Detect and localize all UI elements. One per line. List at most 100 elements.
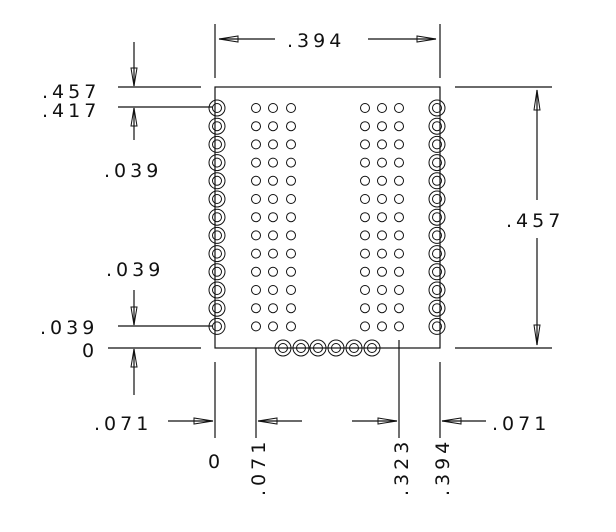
inner-pad	[286, 103, 296, 113]
left-039-upper-label: .039	[104, 160, 162, 182]
bottom-inner-left-arrow	[257, 417, 278, 425]
bottom-pad-inner	[367, 343, 377, 353]
left-457-label: .457	[42, 81, 100, 103]
inner-pad	[268, 266, 278, 277]
left-417-label: .417	[42, 100, 100, 122]
bottom-left-071-label: .071	[94, 413, 152, 435]
edge-pad-right-outer	[428, 190, 446, 208]
left-039-lower-label: .039	[106, 259, 164, 281]
inner-pad	[251, 285, 261, 295]
inner-pad	[268, 285, 278, 295]
edge-pad-left-outer	[208, 208, 226, 226]
edge-pad-left-outer	[208, 190, 226, 208]
inner-pad	[377, 121, 387, 132]
edge-pad-left-inner	[212, 103, 222, 113]
inner-pad	[394, 175, 404, 186]
edge-pad-right-inner	[432, 121, 442, 132]
inner-pad	[286, 285, 296, 295]
inner-pad	[394, 248, 404, 259]
left-arrow-039	[130, 306, 138, 326]
inner-pad	[360, 303, 370, 314]
right-inner-pad-array	[360, 103, 404, 332]
inner-pad	[394, 230, 404, 241]
bottom-pad-inner	[349, 343, 359, 353]
edge-pad-left-inner	[212, 248, 222, 259]
inner-pad	[394, 285, 404, 295]
bottom-pad-outer	[345, 339, 363, 357]
right-arrow-top	[533, 89, 541, 111]
inner-pad	[360, 321, 370, 332]
edge-pad-right-outer	[428, 281, 446, 299]
inner-pad	[251, 303, 261, 314]
inner-pad	[360, 157, 370, 168]
edge-pad-right-outer	[428, 154, 446, 172]
inner-pad	[286, 121, 296, 132]
edge-pad-left-inner	[212, 194, 222, 204]
inner-pad	[268, 139, 278, 150]
inner-pad	[360, 212, 370, 223]
inner-pad	[377, 248, 387, 259]
bottom-pad-outer	[292, 339, 310, 357]
inner-pad	[286, 248, 296, 259]
edge-pad-right-outer	[428, 245, 446, 263]
edge-pad-right-outer	[428, 263, 446, 281]
edge-pad-left-outer	[208, 281, 226, 299]
left-zero-label: 0	[82, 340, 98, 362]
bottom-left-arrow	[193, 417, 214, 425]
edge-pad-left-outer	[208, 154, 226, 172]
bottom-pad-inner	[296, 343, 306, 353]
inner-pad	[268, 212, 278, 223]
edge-pad-right-inner	[432, 139, 442, 150]
edge-pad-right-inner	[432, 212, 442, 223]
inner-pad	[360, 103, 370, 113]
inner-pad	[286, 139, 296, 150]
edge-pad-left-inner	[212, 321, 222, 332]
inner-pad	[360, 139, 370, 150]
top-width-label: .394	[287, 30, 345, 52]
inner-pad	[377, 103, 387, 113]
inner-pad	[251, 121, 261, 132]
edge-pad-right-inner	[432, 321, 442, 332]
edge-pad-right-outer	[428, 117, 446, 135]
inner-pad	[251, 175, 261, 186]
edge-pad-right-outer	[428, 299, 446, 317]
edge-pad-right-inner	[432, 157, 442, 168]
inner-pad	[394, 303, 404, 314]
bottom-pad-inner	[313, 343, 323, 353]
inner-pad	[377, 266, 387, 277]
inner-pad	[360, 121, 370, 132]
inner-pad	[394, 139, 404, 150]
edge-pad-right-outer	[428, 135, 446, 153]
right-height-label: .457	[506, 210, 564, 232]
inner-pad	[251, 266, 261, 277]
left-arrow-top	[130, 67, 138, 87]
edge-pad-right-inner	[432, 194, 442, 204]
bottom-right-arrow	[441, 417, 462, 425]
edge-pad-right-inner	[432, 285, 442, 295]
bottom-zero-label: 0	[208, 451, 224, 473]
inner-pad	[360, 230, 370, 241]
edge-pad-right-inner	[432, 175, 442, 186]
inner-pad	[360, 285, 370, 295]
bottom-pad-outer	[327, 339, 345, 357]
inner-pad	[251, 248, 261, 259]
top-arrow-left	[218, 35, 239, 43]
inner-pad	[286, 321, 296, 332]
edge-pad-right-inner	[432, 230, 442, 241]
inner-pad	[268, 321, 278, 332]
inner-pad	[251, 230, 261, 241]
inner-pad	[286, 157, 296, 168]
inner-pad	[377, 285, 387, 295]
bottom-pad-row	[274, 339, 381, 357]
inner-pad	[268, 157, 278, 168]
bottom-394-label: .394	[432, 438, 454, 496]
edge-pad-left-outer	[208, 317, 226, 335]
inner-pad	[251, 157, 261, 168]
inner-pad	[251, 321, 261, 332]
edge-pad-right-inner	[432, 103, 442, 113]
edge-pad-right-outer	[428, 226, 446, 244]
edge-pad-left-outer	[208, 226, 226, 244]
inner-pad	[377, 139, 387, 150]
edge-pad-left-outer	[208, 172, 226, 190]
